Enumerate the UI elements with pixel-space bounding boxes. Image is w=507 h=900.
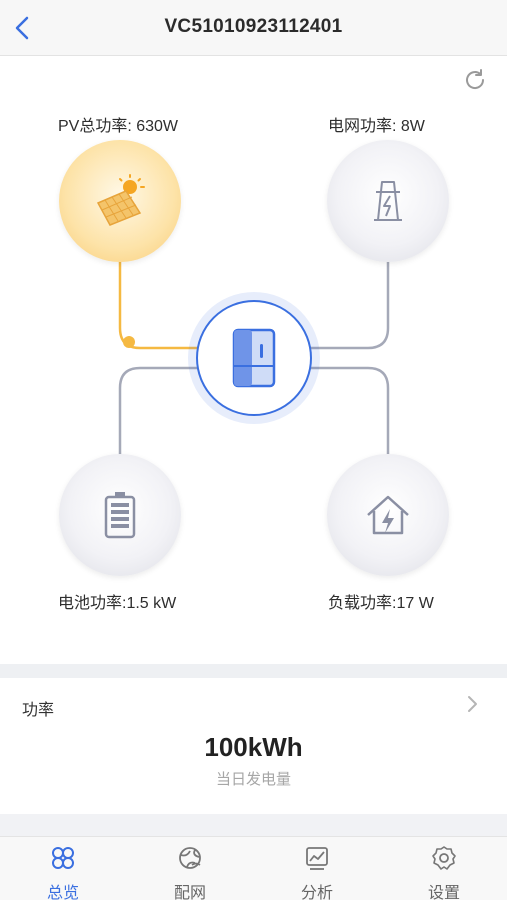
page-title: VC51010923112401: [164, 16, 343, 37]
pv-flow-dot: [123, 336, 135, 348]
tab-settings-label: 设置: [427, 885, 460, 900]
flow-lines: [118, 262, 390, 454]
home-load-icon: [367, 495, 409, 535]
network-config-icon: [179, 847, 201, 869]
daily-energy-value: 100kWh: [204, 732, 303, 762]
load-node[interactable]: [327, 454, 449, 576]
power-card[interactable]: 功率 100kWh 当日发电量: [0, 678, 507, 814]
tab-overview-label: 总览: [46, 885, 79, 900]
tab-analysis-label: 分析: [300, 885, 333, 900]
section-divider: [0, 664, 507, 678]
load-power-label: 负载功率:17 W: [328, 595, 434, 612]
tab-overview[interactable]: 总览: [0, 837, 126, 900]
inverter-node[interactable]: [196, 300, 312, 416]
power-card-title: 功率: [22, 702, 55, 719]
overview-icon: [52, 847, 74, 869]
daily-energy-caption: 当日发电量: [215, 771, 291, 788]
solar-panel-icon: [96, 174, 145, 226]
grid-node[interactable]: [327, 140, 449, 262]
energy-flow-panel: PV总功率: 630W 电网功率: 8W: [0, 56, 507, 664]
power-tower-icon: [374, 181, 402, 221]
pv-node[interactable]: [59, 140, 181, 262]
chevron-right-icon[interactable]: [465, 694, 479, 714]
battery-icon: [104, 492, 136, 539]
inverter-icon: [232, 328, 276, 388]
header-bar: VC51010923112401: [0, 0, 507, 56]
tab-settings[interactable]: 设置: [381, 837, 507, 900]
analysis-icon: [306, 847, 328, 870]
tab-analysis[interactable]: 分析: [254, 837, 380, 900]
grid-power-label: 电网功率: 8W: [328, 118, 425, 135]
bottom-tab-bar: 总览 配网 分析 设置: [0, 836, 507, 900]
settings-icon: [432, 846, 456, 870]
tab-network-config-label: 配网: [173, 885, 206, 900]
battery-power-label: 电池功率:1.5 kW: [58, 595, 177, 612]
tab-network-config[interactable]: 配网: [127, 837, 253, 900]
pv-power-label: PV总功率: 630W: [58, 118, 179, 135]
battery-node[interactable]: [59, 454, 181, 576]
refresh-icon[interactable]: [463, 68, 487, 92]
back-arrow-icon[interactable]: [12, 14, 34, 42]
